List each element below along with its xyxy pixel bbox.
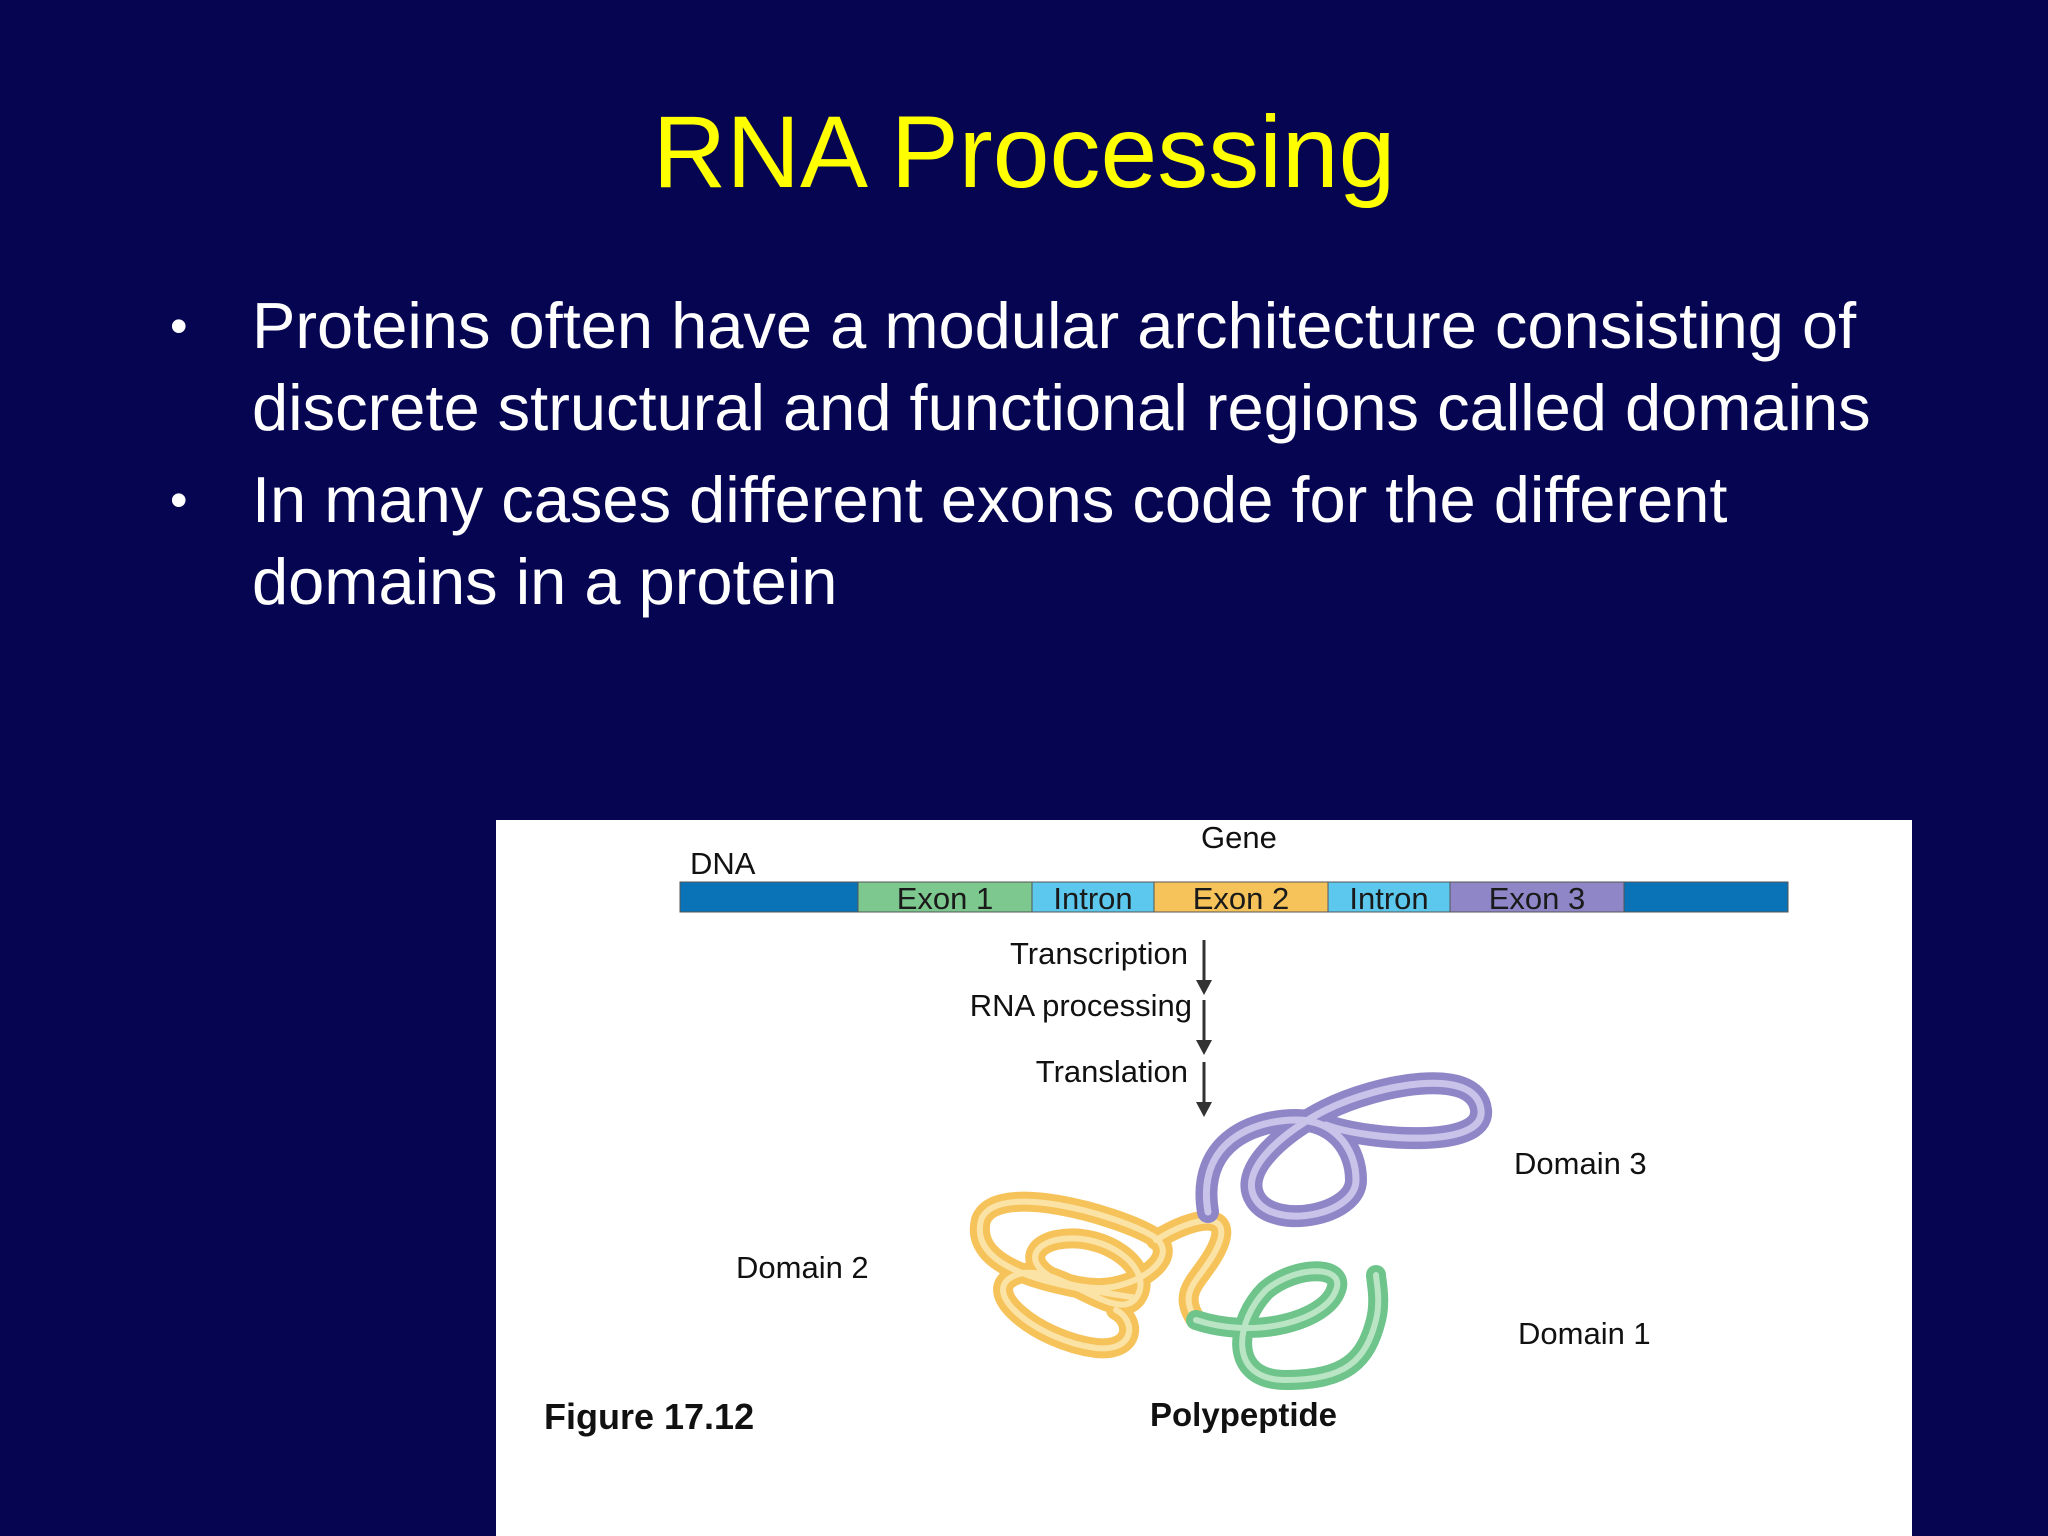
bullet-list: • Proteins often have a modular architec…: [170, 285, 1970, 633]
segment-label-exon-2: Exon 2: [1192, 881, 1290, 916]
domain-1-ribbon: [1186, 1261, 1389, 1390]
dna-segment-flank-right: [1623, 881, 1789, 913]
dna-label: DNA: [690, 846, 756, 881]
gene-domain-figure: DNA Gene Exon 1 Intron Exon 2 Intron Exo…: [496, 820, 1912, 1536]
figure-graphic: [679, 881, 1789, 1390]
bullet-item: • In many cases different exons code for…: [170, 459, 1970, 623]
dna-segment-intron-2: [1327, 881, 1451, 913]
dna-segment-flank-left: [679, 881, 859, 913]
dna-segment-intron-1: [1031, 881, 1155, 913]
step-translation: Translation: [1035, 1054, 1188, 1089]
domain-3-ribbon: [1195, 1072, 1492, 1228]
bullet-text: Proteins often have a modular architectu…: [252, 289, 1871, 444]
segment-label-exon-3: Exon 3: [1488, 881, 1586, 916]
domain-2-highlight: [976, 1198, 1225, 1352]
bullet-item: • Proteins often have a modular architec…: [170, 285, 1970, 449]
domain-2-ribbon: [969, 1191, 1232, 1359]
dna-bar: [679, 881, 1789, 913]
dna-segment-exon-3: [1449, 881, 1625, 913]
bullet-text: In many cases different exons code for t…: [252, 463, 1728, 618]
segment-label-intron-1: Intron: [1053, 881, 1133, 916]
gene-label: Gene: [1201, 820, 1277, 855]
arrow-rna-processing-head: [1196, 1040, 1212, 1055]
segment-label-intron-2: Intron: [1349, 881, 1429, 916]
polypeptide-label: Polypeptide: [1150, 1396, 1338, 1433]
arrow-translation-head: [1196, 1102, 1212, 1117]
domain-2-label: Domain 2: [736, 1250, 869, 1285]
domain-3-label: Domain 3: [1514, 1146, 1647, 1181]
domain-3-highlight: [1202, 1079, 1485, 1220]
domain-1-label: Domain 1: [1518, 1316, 1651, 1351]
bullet-icon: •: [170, 298, 188, 354]
arrow-transcription-head: [1196, 980, 1212, 995]
segment-label-exon-1: Exon 1: [896, 881, 994, 916]
step-rna-processing: RNA processing: [969, 988, 1192, 1023]
slide-title: RNA Processing: [652, 95, 1396, 209]
bullet-icon: •: [170, 472, 188, 528]
step-transcription: Transcription: [1009, 936, 1188, 971]
domain-1-highlight: [1193, 1268, 1382, 1383]
process-arrows: [1196, 940, 1212, 1117]
dna-segment-exon-1: [857, 881, 1033, 913]
figure-caption: Figure 17.12: [544, 1396, 755, 1437]
